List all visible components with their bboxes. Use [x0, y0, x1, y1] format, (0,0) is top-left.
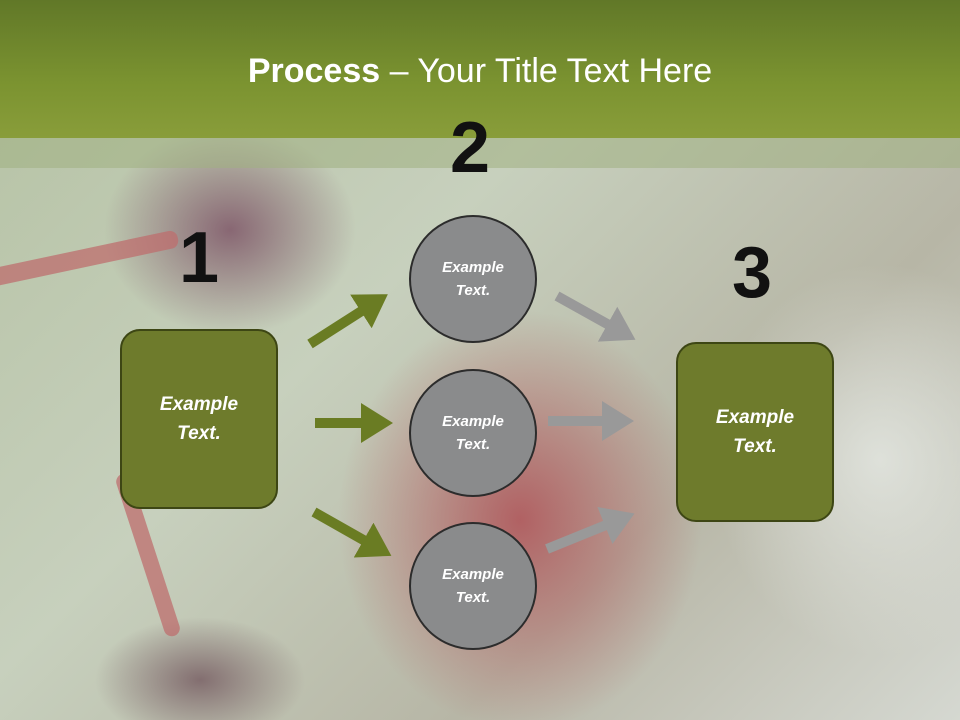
slide-title: Process – Your Title Text Here: [0, 52, 960, 91]
process-circle-middle: Example Text.: [409, 369, 537, 497]
process-box-right: Example Text.: [676, 342, 834, 522]
circle-bottom-line1: Example: [442, 566, 504, 583]
circle-bottom-line2: Text.: [455, 589, 491, 606]
circle-middle-line2: Text.: [455, 436, 491, 453]
arrow-green-down: [311, 507, 392, 558]
title-rest: – Your Title Text Here: [380, 52, 713, 90]
title-bold: Process: [247, 52, 381, 90]
process-circle-top: Example Text.: [409, 215, 537, 343]
process-circle-bottom: Example Text.: [409, 522, 537, 650]
arrow-green-up: [307, 294, 388, 349]
background-stem: [0, 229, 180, 289]
box-right-line1: Example: [715, 407, 795, 428]
header-band: [0, 0, 960, 138]
circle-top-line1: Example: [442, 259, 504, 276]
box-left-line1: Example: [159, 394, 239, 415]
box-right-line2: Text.: [733, 436, 777, 457]
step-number-2: 2: [450, 108, 491, 188]
header-subband: [0, 138, 960, 168]
arrow-gray-up: [545, 506, 635, 554]
circle-middle-line1: Example: [442, 413, 504, 430]
step-number-3: 3: [732, 233, 773, 313]
process-box-left: Example Text.: [120, 329, 278, 509]
circle-top-line2: Text.: [455, 282, 491, 299]
step-number-1: 1: [179, 218, 220, 298]
box-left-line2: Text.: [177, 423, 221, 444]
arrow-gray-down: [554, 291, 636, 342]
